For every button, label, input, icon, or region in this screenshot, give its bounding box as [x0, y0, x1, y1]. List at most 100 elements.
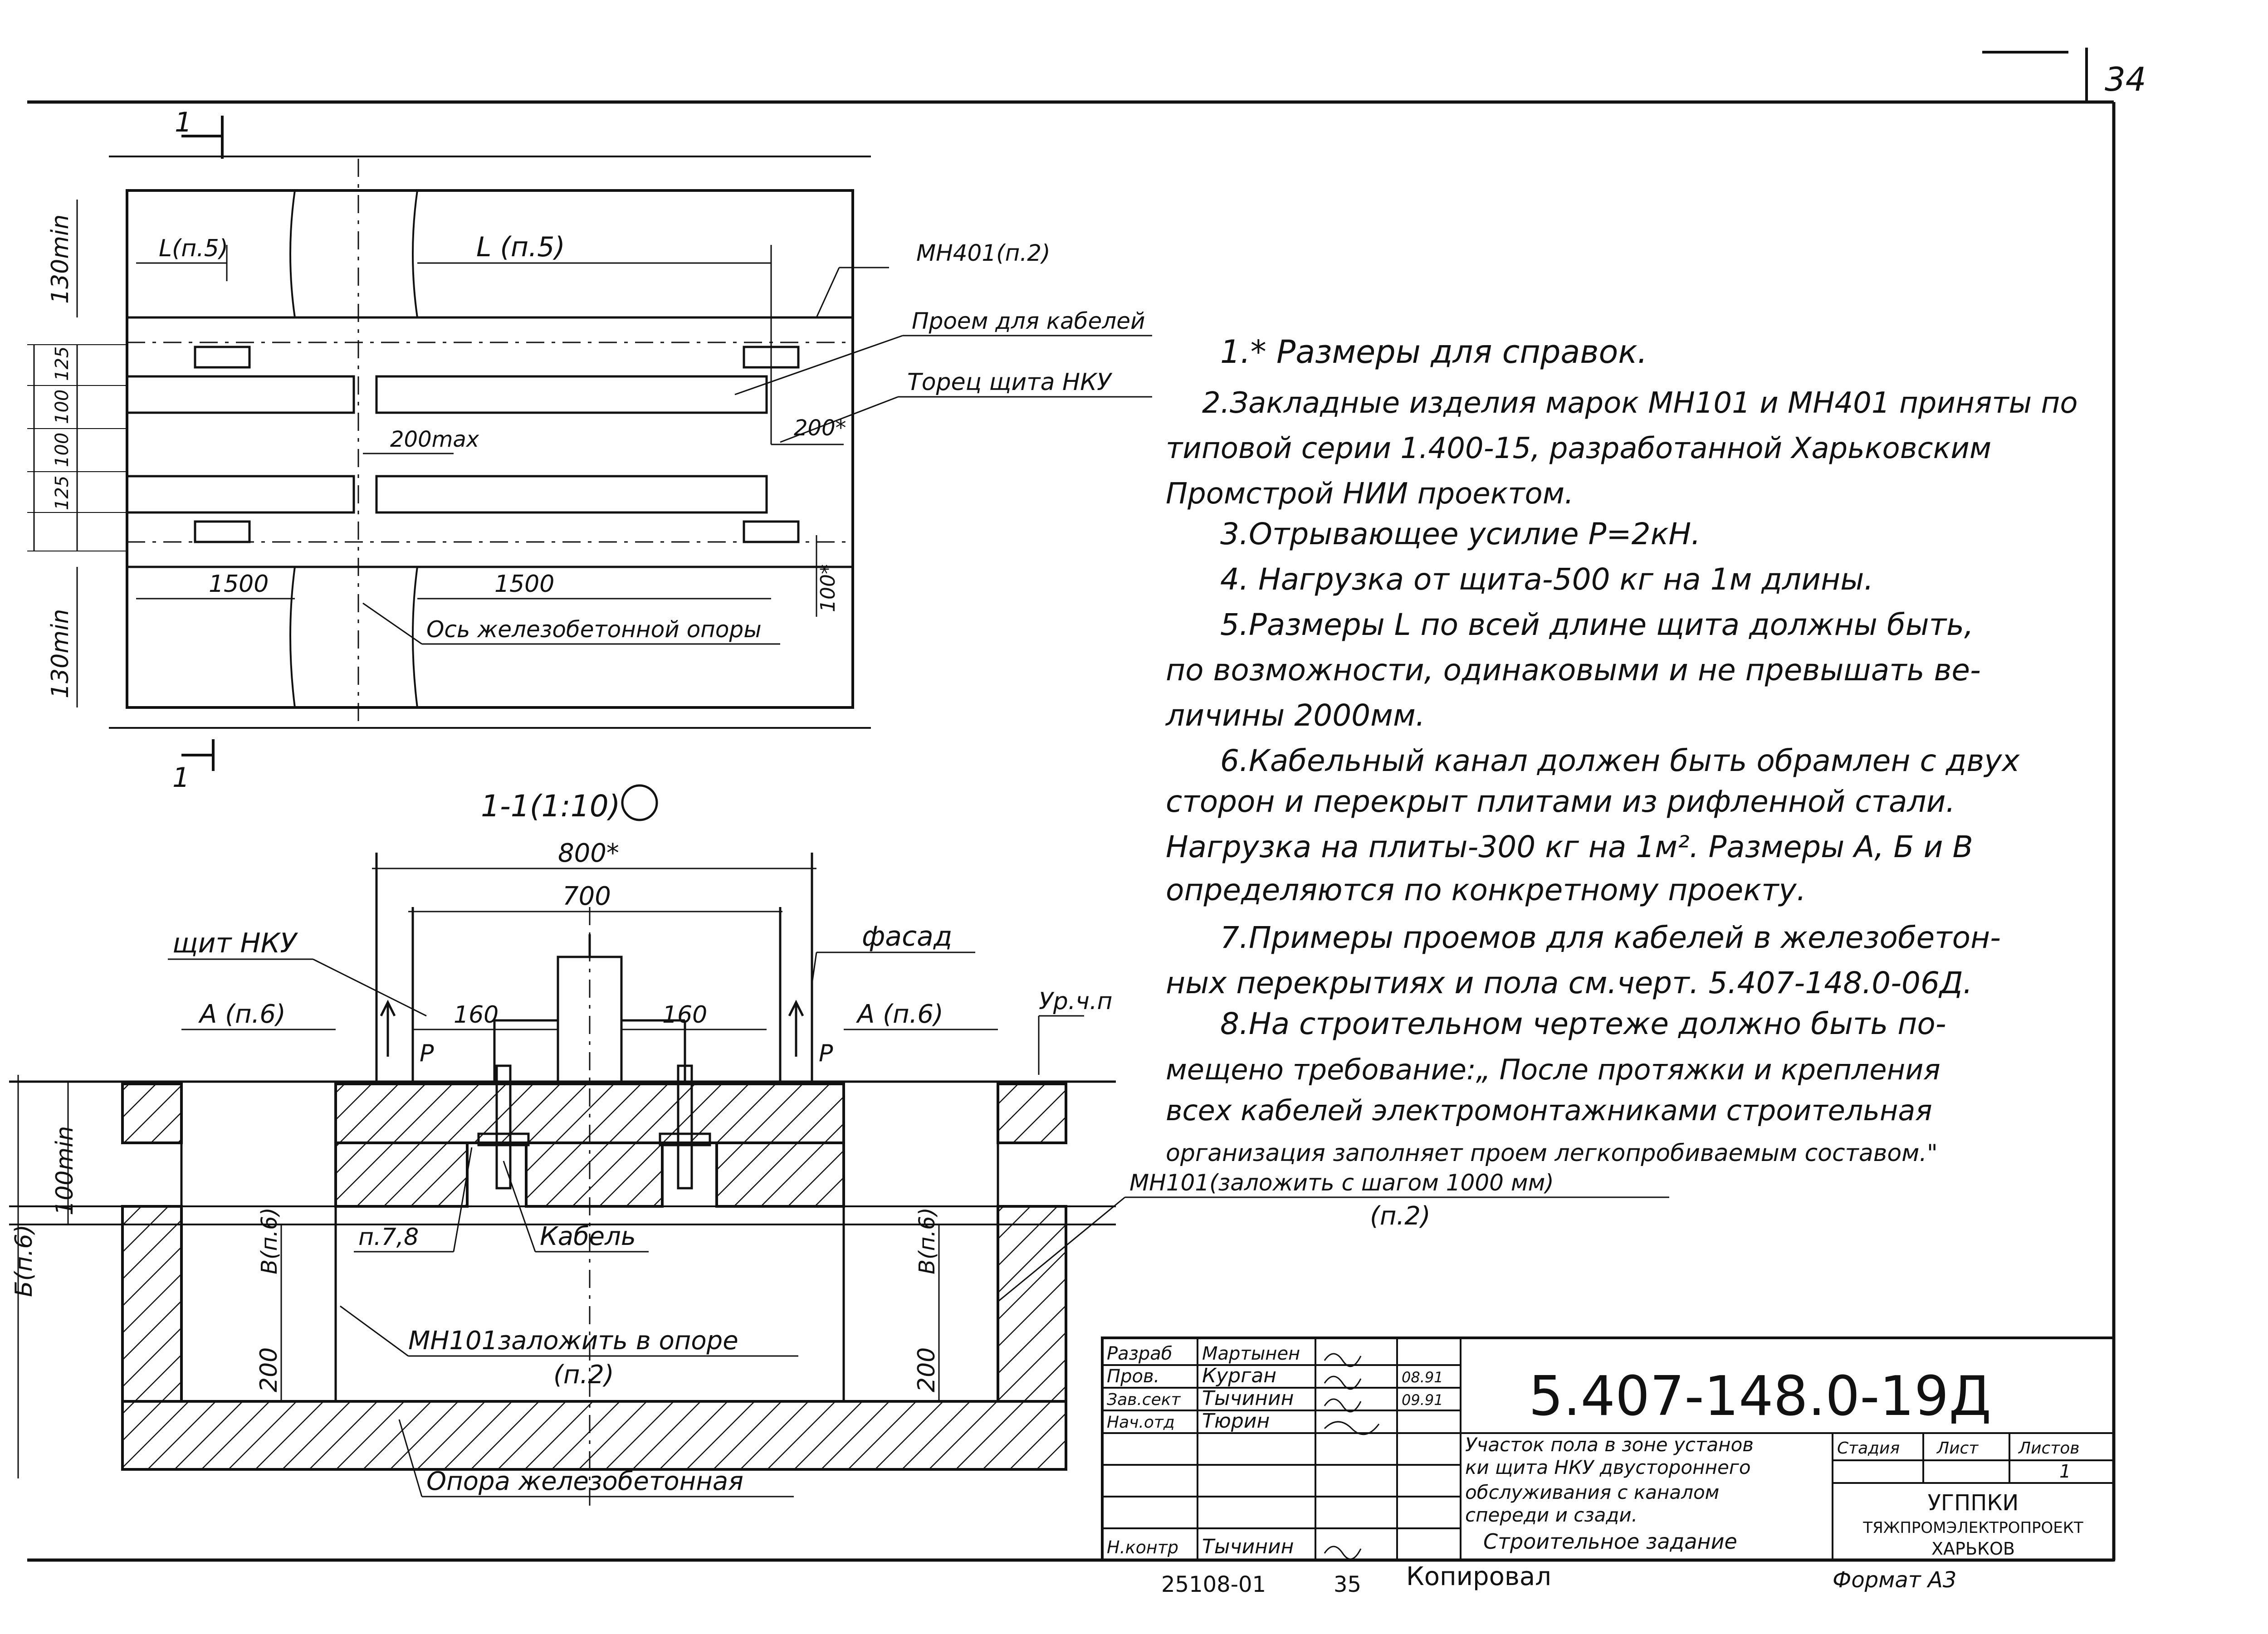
section-cut-marks: [181, 116, 224, 771]
note-line: 3.Отрывающее усилие P=2кН.: [1220, 517, 1701, 551]
note-line: 5.Размеры L по всей длине щита должны бы…: [1220, 607, 1974, 642]
callout-cable: Кабель: [540, 1222, 636, 1251]
section-title-circle: [621, 784, 658, 821]
tb-name: Тычинин: [1202, 1535, 1294, 1558]
stage-label: Стадия: [1837, 1439, 1900, 1458]
dim-v-left: В(п.6): [257, 1207, 282, 1274]
dim-700: 700: [562, 882, 611, 911]
dim-125-top: 125: [52, 346, 73, 381]
plan-dimension-lines: [27, 200, 844, 707]
plan-leader-lines: [362, 267, 1152, 645]
tb-role: Пров.: [1107, 1366, 1159, 1387]
section-mark-bottom: 1: [172, 762, 190, 794]
description-line: Участок пола в зоне установ: [1465, 1434, 1754, 1456]
title-block-roles: Разраб Пров. Зав.сект Нач.отд Н.контр Ма…: [1107, 1343, 1443, 1558]
dim-1500-left: 1500: [209, 571, 269, 598]
format-label: Формат А3: [1833, 1567, 1956, 1593]
callout-panel-end: Торец щита НКУ: [907, 369, 1113, 396]
note-line: Нагрузка на плиты-300 кг на 1м². Размеры…: [1166, 829, 1973, 864]
dim-160-right: 160: [662, 1001, 707, 1029]
dim-100-b: 100: [52, 433, 73, 467]
tb-role: Разраб: [1107, 1343, 1172, 1364]
org-line: ХАРЬКОВ: [1931, 1539, 2015, 1559]
copied-by: Копировал: [1406, 1562, 1551, 1591]
dim-125-bottom: 125: [52, 476, 73, 510]
org-line: УГППКИ: [1928, 1490, 2019, 1516]
tb-role: Нач.отд: [1107, 1413, 1175, 1432]
dim-130min-top: 130min: [47, 215, 74, 304]
dim-l-p5-small: L(п.5): [159, 235, 228, 262]
note-line: ных перекрытиях и пола см.черт. 5.407-14…: [1166, 966, 1973, 1000]
dim-100-a: 100: [52, 390, 73, 424]
dim-1500-right: 1500: [494, 571, 554, 598]
note-line: 2.Закладные изделия марок МН101 и МН401 …: [1202, 386, 2078, 420]
dim-a-right: А (п.6): [856, 1000, 943, 1029]
callout-facade: фасад: [862, 921, 952, 952]
callout-pole-axis: Ось железобетонной опоры: [426, 616, 762, 643]
note-line: 6.Кабельный канал должен быть обрамлен с…: [1220, 743, 2020, 778]
drawing-description: Участок пола в зоне установ ки щита НКУ …: [1465, 1434, 1754, 1554]
dim-v-right: В(п.6): [914, 1207, 940, 1274]
tb-name: Тычинин: [1202, 1387, 1294, 1410]
section-title: 1-1(1:10): [481, 789, 621, 824]
tb-name: Курган: [1202, 1364, 1276, 1387]
tb-name: Мартынен: [1202, 1343, 1300, 1364]
sheet-footer: 25108-01 35 Копировал Формат А3: [1161, 1562, 1956, 1597]
callout-mh101-step: МН101(заложить с шагом 1000 мм): [1129, 1170, 1554, 1196]
note-line: Промстрой НИИ проектом.: [1166, 477, 1574, 511]
dim-100min: 100min: [51, 1126, 78, 1215]
drawing-code: 5.407-148.0-19Д: [1529, 1365, 1991, 1428]
section-mark-top: 1: [175, 107, 192, 138]
dim-100-star: 100*: [816, 564, 840, 612]
note-line: сторон и перекрыт плитами из рифленной с…: [1166, 784, 1955, 819]
organization: УГППКИ ТЯЖПРОМЭЛЕКТРОПРОЕКТ ХАРЬКОВ: [1862, 1490, 2083, 1559]
sheets-value: 1: [2059, 1461, 2071, 1482]
dim-160-left: 160: [454, 1001, 499, 1029]
callout-p78: п.7,8: [358, 1224, 419, 1251]
tb-name: Тюрин: [1202, 1410, 1270, 1433]
cable-opening-slots: [126, 375, 768, 514]
dim-a-left: А (п.6): [198, 1000, 286, 1029]
force-p-right: P: [819, 1040, 833, 1067]
section-view: 1-1(1:10): [9, 784, 1669, 1506]
inventory-number: 25108-01: [1161, 1572, 1266, 1597]
title-block: [1101, 1336, 2115, 1561]
callout-mh101-step-ref: (п.2): [1370, 1201, 1431, 1231]
callout-pole: Опора железобетонная: [426, 1467, 743, 1496]
description-line: ки щита НКУ двустороннего: [1465, 1456, 1751, 1478]
plan-outline: [126, 189, 854, 709]
tb-role: Зав.сект: [1107, 1390, 1181, 1409]
notes-block: 1.* Размеры для справок. 2.Закладные изд…: [1165, 333, 2078, 1167]
org-line: ТЯЖПРОМЭЛЕКТРОПРОЕКТ: [1862, 1519, 2083, 1537]
anchor-bolts: [477, 1064, 711, 1190]
force-p-left: P: [420, 1040, 434, 1067]
note-line: 1.* Размеры для справок.: [1220, 333, 1647, 371]
dim-b-p6: Б(п.6): [10, 1224, 38, 1297]
note-line: мещено требование:„ После протяжки и кре…: [1166, 1053, 1941, 1086]
sheet-label: Лист: [1936, 1439, 1979, 1458]
note-line: организация заполняет проем легкопробива…: [1166, 1140, 1938, 1167]
panel-nku-frame: [375, 853, 813, 1085]
callout-mh401: МН401(п.2): [916, 240, 1051, 266]
callout-mh101-pole-ref: (п.2): [553, 1360, 614, 1390]
callout-floor-level: Ур.ч.п: [1039, 988, 1112, 1015]
tb-date: 08.91: [1402, 1369, 1443, 1386]
note-line: определяются по конкретному проекту.: [1166, 873, 1806, 907]
sheet-number: 34: [2105, 60, 2146, 98]
callout-mh101-pole: МН101заложить в опоре: [408, 1326, 738, 1356]
note-line: всех кабелей электромонтажниками строите…: [1166, 1094, 1932, 1127]
note-line: 8.На строительном чертеже должно быть по…: [1220, 1006, 1946, 1041]
footer-page: 35: [1334, 1572, 1361, 1597]
note-line: по возможности, одинаковыми и не превыша…: [1166, 653, 1981, 688]
note-line: типовой серии 1.400-15, разработанной Ха…: [1166, 432, 1991, 465]
section-dimension-lines: [17, 868, 998, 1478]
description-line: Строительное задание: [1483, 1529, 1737, 1554]
note-line: личины 2000мм.: [1165, 698, 1425, 733]
dim-200max: 200max: [390, 427, 479, 452]
note-line: 4. Нагрузка от щита-500 кг на 1м длины.: [1220, 562, 1873, 597]
title-block-signatures: [1324, 1353, 1380, 1560]
plan-view: 1 1 L(п.5) L (п.5) 130min 130mi: [27, 107, 1152, 794]
description-line: обслуживания с каналом: [1465, 1481, 1719, 1503]
sheets-label: Листов: [2018, 1439, 2079, 1458]
